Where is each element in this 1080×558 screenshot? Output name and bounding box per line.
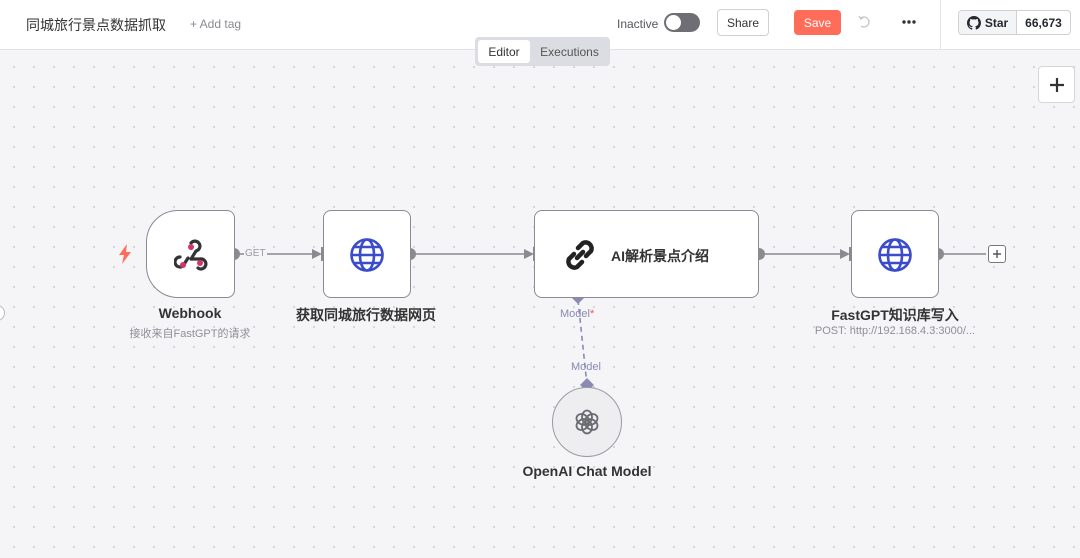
globe-icon — [350, 238, 384, 272]
github-star-count: 66,673 — [1025, 15, 1062, 30]
openai-icon — [575, 409, 599, 435]
trigger-bolt-icon — [119, 244, 131, 264]
github-star-button[interactable]: Star 66,673 — [958, 10, 1071, 35]
webhook-node-subtitle: 接收来自FastGPT的请求 — [129, 328, 251, 340]
node-fastgpt-write[interactable] — [851, 210, 939, 298]
node-openai-chat-model[interactable] — [552, 387, 622, 457]
github-star-left: Star — [959, 11, 1017, 34]
tab-executions[interactable]: Executions — [540, 44, 599, 59]
header-divider — [940, 0, 941, 50]
node-webhook[interactable] — [146, 210, 235, 298]
required-marker: * — [589, 308, 595, 320]
fastgpt-node-title: FastGPT知识库写入 — [831, 307, 959, 323]
plus-icon — [993, 250, 1001, 258]
toggle-knob — [666, 15, 681, 30]
more-options-icon[interactable] — [898, 13, 920, 31]
active-toggle[interactable] — [664, 13, 700, 32]
active-status-label: Inactive — [617, 17, 659, 31]
globe-icon — [878, 238, 912, 272]
fastgpt-node-subtitle: POST: http://192.168.4.3:3000/... — [814, 325, 976, 337]
workflow-title[interactable]: 同城旅行景点数据抓取 — [26, 17, 166, 33]
github-star-label: Star — [984, 15, 1009, 30]
add-tag-button[interactable]: + Add tag — [190, 17, 242, 31]
ai-agent-node-title: AI解析景点介绍 — [611, 248, 709, 264]
node-http-fetch[interactable] — [323, 210, 411, 298]
ai-agent-model-connector-label: Model* — [560, 308, 594, 320]
model-connector-text: Model — [560, 308, 590, 320]
github-icon — [966, 15, 981, 30]
http-fetch-node-title: 获取同城旅行数据网页 — [296, 307, 436, 323]
openai-model-connector-label: Model — [571, 361, 601, 373]
share-button[interactable]: Share — [717, 9, 769, 36]
undo-icon[interactable] — [856, 13, 874, 31]
edge-label-get: GET — [244, 248, 267, 259]
node-ai-agent[interactable]: AI解析景点介绍 — [534, 210, 759, 298]
workflow-canvas[interactable] — [0, 51, 1080, 558]
chain-link-icon — [566, 240, 594, 270]
tab-editor[interactable]: Editor — [478, 40, 530, 63]
save-button[interactable]: Save — [794, 10, 841, 35]
webhook-node-title: Webhook — [158, 305, 222, 321]
add-node-panel-button[interactable] — [1038, 66, 1075, 103]
openai-model-node-title: OpenAI Chat Model — [522, 463, 652, 479]
view-tabs: Editor Executions — [475, 37, 610, 66]
plus-icon — [1049, 77, 1064, 92]
webhook-icon — [174, 239, 208, 271]
add-next-node-button[interactable] — [988, 245, 1006, 263]
